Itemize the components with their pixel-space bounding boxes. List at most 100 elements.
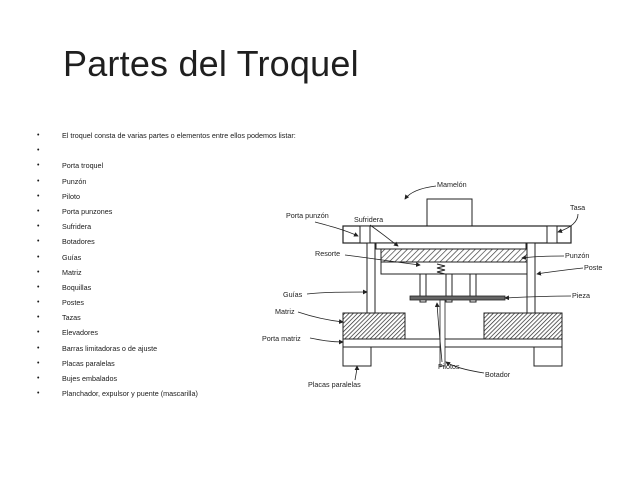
bullet-text: Sufridera — [62, 222, 92, 232]
leader-punzon — [521, 255, 565, 260]
label-porta-matriz: Porta matriz — [262, 334, 301, 343]
bullet-text: Bujes embalados — [62, 374, 118, 383]
bushing-left — [359, 225, 371, 244]
label-guias: Guías — [283, 290, 303, 299]
bullet-item: • Guías — [37, 250, 296, 265]
leader-porta-punzon — [314, 221, 359, 237]
slide-title: Partes del Troquel — [63, 43, 359, 84]
bullet-dot: • — [37, 207, 40, 215]
bullet-text: Planchador, expulsor y puente (mascarill… — [62, 389, 198, 399]
die-holder-plate — [342, 338, 563, 348]
leader-porta-matriz — [309, 337, 344, 345]
bullet-item: • Elevadores — [37, 325, 296, 340]
label-matriz: Matriz — [275, 307, 295, 316]
leader-tasa — [557, 213, 579, 234]
bullet-text: Barras limitadoras o de ajuste — [62, 343, 158, 353]
parallel-plate-right — [533, 346, 563, 367]
bullet-dot: • — [37, 283, 40, 291]
punch-plate — [380, 248, 528, 263]
bullet-dot: • — [37, 162, 40, 170]
bullet-item: • Matriz — [37, 265, 296, 280]
stripper-plate — [380, 261, 528, 275]
label-sufridera: Sufridera — [354, 215, 383, 224]
bullet-text: Botadores — [62, 237, 95, 247]
bullet-text: Porta troquel — [62, 161, 104, 171]
bullet-item: • Bujes embalados — [37, 371, 296, 386]
bullet-text: Guías — [62, 252, 82, 262]
bullet-dot: • — [37, 359, 40, 367]
label-tasa: Tasa — [570, 203, 585, 212]
parallel-plate-left — [342, 346, 372, 367]
bullet-item: • Boquillas — [37, 280, 296, 295]
bullet-dot: • — [37, 299, 40, 307]
bullet-item: • El troquel consta de varias partes o el… — [37, 128, 296, 143]
label-botador: Botador — [485, 370, 511, 379]
die-block-left — [342, 312, 406, 340]
leader-guias — [306, 289, 368, 295]
bullet-item: • Punzón — [37, 174, 296, 189]
leader-poste — [536, 267, 584, 276]
sufridera-plate — [375, 242, 527, 250]
bullet-text: Porta punzones — [62, 206, 113, 216]
bullet-text: Punzón — [62, 176, 87, 186]
label-poste: Poste — [584, 263, 602, 272]
leader-botador — [445, 361, 485, 374]
bullet-dot: • — [37, 238, 40, 246]
label-mamelon: Mamelón — [437, 180, 467, 189]
bullet-list: • El troquel consta de varias partes o el… — [37, 128, 296, 401]
leader-pilotos — [434, 302, 443, 363]
leader-placas-paralelas — [354, 365, 360, 381]
bullet-dot: • — [37, 147, 40, 155]
bullet-text: Tazas — [62, 313, 81, 323]
bullet-item: • — [37, 143, 296, 158]
bullet-dot: • — [37, 192, 40, 200]
bullet-dot: • — [37, 132, 40, 139]
bullet-item: • Sufridera — [37, 219, 296, 234]
bullet-item: • Piloto — [37, 189, 296, 204]
punch-2 — [445, 273, 453, 303]
bullet-item: • Planchador, expulsor y puente (mascaril… — [37, 386, 296, 401]
label-pilotos: Pilotos — [438, 362, 460, 371]
bullet-text: El troquel consta de varias partes o ele… — [62, 131, 296, 140]
bullet-dot: • — [37, 268, 40, 276]
spring — [436, 263, 446, 275]
label-punzon: Punzón — [565, 251, 589, 260]
bullet-item: • Porta troquel — [37, 158, 296, 173]
leader-sufridera — [369, 224, 399, 247]
bullet-dot: • — [37, 344, 40, 352]
bullet-text: Piloto — [62, 191, 80, 201]
bullet-item: • Postes — [37, 295, 296, 310]
bullet-dot: • — [37, 253, 40, 261]
bullet-dot: • — [37, 314, 40, 322]
bushing-right — [546, 225, 558, 244]
leader-resorte — [344, 254, 421, 267]
bullet-item: • Porta punzones — [37, 204, 296, 219]
bullet-text: Matriz — [62, 267, 82, 277]
die-block-right — [483, 312, 563, 340]
leader-mamelon — [404, 185, 437, 200]
bullet-item: • Botadores — [37, 234, 296, 249]
workpiece-strip — [409, 295, 506, 301]
bullet-text: Boquillas — [62, 282, 92, 292]
bullet-item: • Placas paralelas — [37, 356, 296, 371]
bullet-dot: • — [37, 329, 40, 337]
punch-1 — [419, 273, 427, 303]
mamelon-shank — [426, 198, 473, 228]
bullet-item: • Tazas — [37, 310, 296, 325]
leader-pieza — [504, 295, 572, 301]
bullet-dot: • — [37, 390, 40, 398]
bullet-dot: • — [37, 375, 40, 382]
leader-matriz — [297, 311, 344, 324]
bullet-text: Elevadores — [62, 328, 98, 338]
label-porta-punzon: Porta punzón — [286, 211, 329, 220]
bullet-dot: • — [37, 223, 40, 231]
bullet-dot: • — [37, 177, 40, 185]
punch-holder-plate — [342, 225, 572, 244]
label-pieza: Pieza — [572, 291, 590, 300]
label-resorte: Resorte — [315, 249, 340, 258]
bullet-text: Placas paralelas — [62, 358, 115, 368]
punch-3 — [469, 273, 477, 303]
bullet-text: Postes — [62, 298, 84, 308]
label-placas-paralelas: Placas paralelas — [308, 380, 361, 389]
